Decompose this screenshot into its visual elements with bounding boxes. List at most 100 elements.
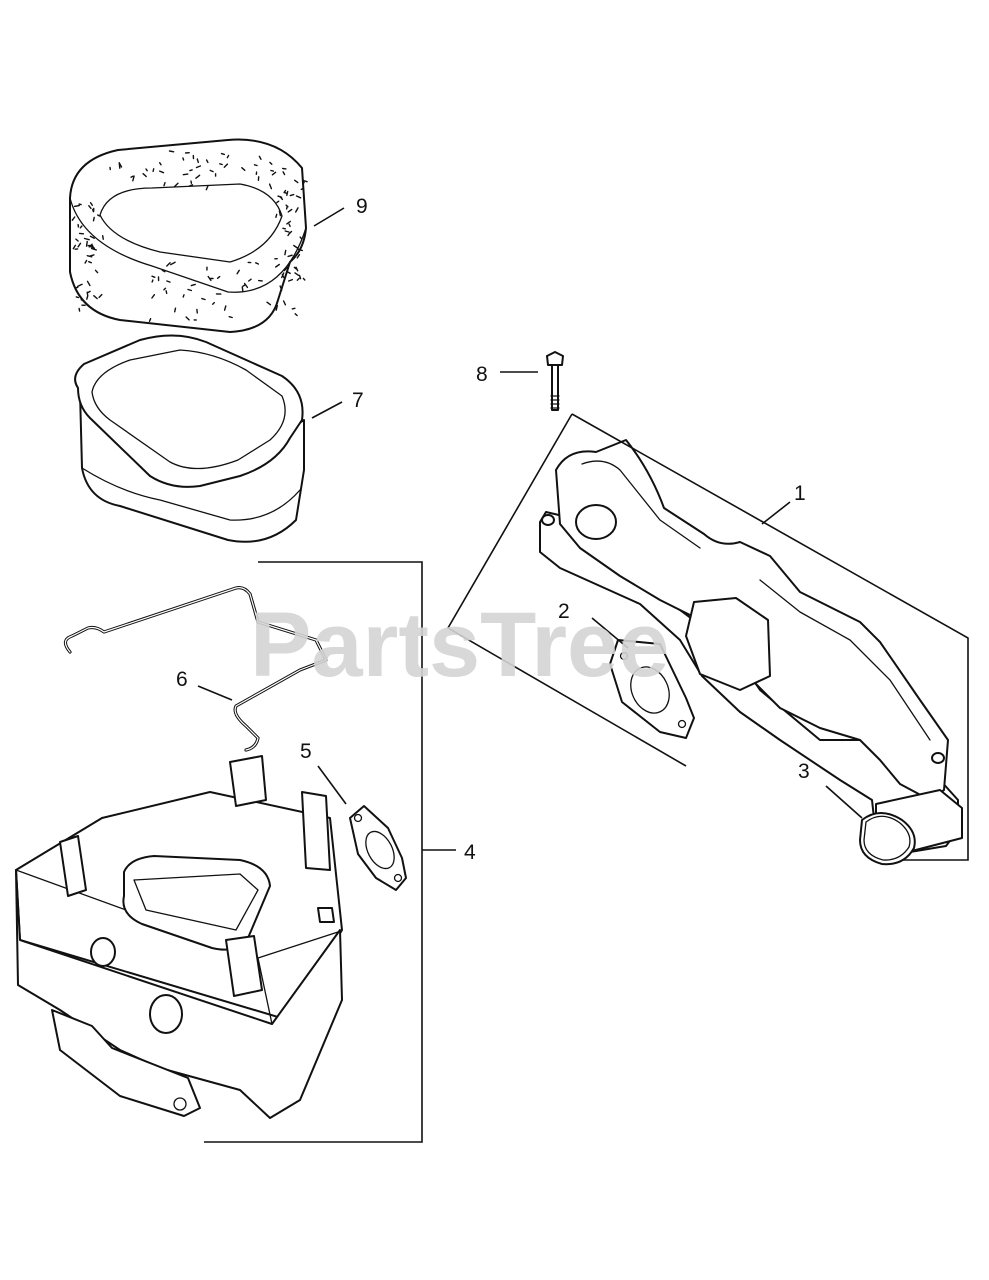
precleaner-speck (90, 247, 98, 251)
precleaner-speck (152, 168, 155, 173)
precleaner-speck (151, 275, 156, 278)
precleaner-speck (300, 187, 304, 191)
precleaner-speck (84, 259, 88, 264)
precleaner-speck (275, 304, 278, 311)
precleaner-speck (236, 269, 241, 275)
precleaner-speck (163, 181, 166, 187)
part-7-air-filter (74, 334, 305, 543)
precleaner-speck (89, 254, 95, 257)
leader-6 (197, 685, 233, 701)
precleaner-speck (287, 254, 293, 258)
precleaner-speck (293, 266, 297, 270)
precleaner-speck (101, 234, 105, 240)
precleaner-speck (74, 286, 79, 289)
callout-3: 3 (798, 760, 810, 783)
precleaner-speck (89, 245, 95, 249)
precleaner-speck (151, 294, 156, 299)
precleaner-speck (285, 204, 289, 208)
leader-7 (311, 401, 343, 419)
callout-9: 9 (356, 195, 368, 218)
part-3-o-ring (859, 812, 916, 866)
precleaner-speck (190, 283, 196, 287)
precleaner-speck (284, 249, 287, 256)
partstree-watermark: PartsTree (250, 594, 669, 696)
precleaner-speck (295, 195, 302, 199)
precleaner-speck (73, 204, 81, 208)
precleaner-speck (145, 168, 148, 172)
precleaner-speck (79, 225, 83, 229)
precleaner-speck (182, 157, 185, 161)
precleaner-speck (294, 272, 300, 276)
precleaner-speck (288, 223, 291, 228)
precleaner-speck (269, 161, 273, 166)
part-4-air-cleaner-base (15, 755, 343, 1119)
callout-7: 7 (352, 389, 364, 412)
precleaner-speck (88, 204, 92, 210)
precleaner-speck (297, 248, 303, 252)
precleaner-speck (293, 244, 299, 249)
precleaner-speck (132, 175, 135, 182)
precleaner-speck (168, 150, 175, 153)
precleaner-speck (276, 200, 280, 204)
precleaner-speck (286, 220, 291, 225)
precleaner-speck (195, 174, 201, 179)
precleaner-speck (158, 170, 165, 174)
leader-3 (825, 785, 863, 819)
precleaner-speck (166, 280, 171, 283)
part-2-manifold-gasket (609, 639, 695, 739)
precleaner-speck (223, 163, 229, 168)
precleaner-speck (195, 165, 202, 169)
precleaner-speck (161, 269, 166, 273)
part-9-precleaner (69, 138, 308, 333)
precleaner-speck (71, 216, 76, 221)
precleaner-speck (87, 261, 93, 264)
precleaner-speck (93, 295, 98, 300)
precleaner-speck (207, 275, 212, 282)
precleaner-speck (285, 206, 288, 210)
precleaner-speck (185, 316, 190, 321)
part-6-wire-clip (63, 586, 328, 752)
precleaner-speck (216, 275, 221, 279)
precleaner-speck (89, 235, 95, 240)
precleaner-speck (83, 237, 90, 241)
precleaner-speck (205, 159, 209, 164)
precleaner-speck (75, 238, 79, 242)
precleaner-speck (268, 183, 273, 190)
precleaner-speck (169, 261, 176, 266)
precleaner-speck (291, 307, 296, 310)
precleaner-speck (76, 283, 83, 288)
leader-lines (197, 207, 863, 819)
leader-2 (591, 617, 629, 649)
precleaner-speck (98, 293, 103, 299)
precleaner-texture (71, 150, 308, 322)
precleaner-speck (258, 155, 262, 161)
precleaner-speck (196, 158, 200, 164)
precleaner-speck (243, 282, 249, 289)
precleaner-speck (86, 280, 91, 287)
part-1-intake-manifold (539, 439, 963, 853)
precleaner-speck (78, 307, 81, 312)
precleaner-speck (78, 203, 82, 206)
precleaner-speck (96, 214, 101, 217)
precleaner-speck (283, 191, 288, 195)
precleaner-speck (296, 277, 300, 281)
precleaner-speck (201, 297, 206, 301)
precleaner-speck (294, 313, 298, 317)
precleaner-speck (148, 318, 152, 322)
callout-5: 5 (300, 740, 312, 763)
part-8-bolt (546, 351, 564, 411)
precleaner-speck (75, 296, 80, 299)
precleaner-speck (253, 164, 258, 167)
precleaner-speck (287, 208, 293, 213)
precleaner-speck (271, 171, 277, 176)
precleaner-speck (142, 172, 147, 178)
precleaner-speck (282, 227, 286, 230)
precleaner-speck (283, 266, 288, 272)
precleaner-speck (242, 284, 246, 287)
precleaner-speck (288, 278, 294, 282)
precleaner-speck (295, 207, 299, 213)
precleaner-speck (182, 294, 185, 298)
precleaner-speck (173, 182, 179, 188)
precleaner-speck (87, 290, 91, 294)
